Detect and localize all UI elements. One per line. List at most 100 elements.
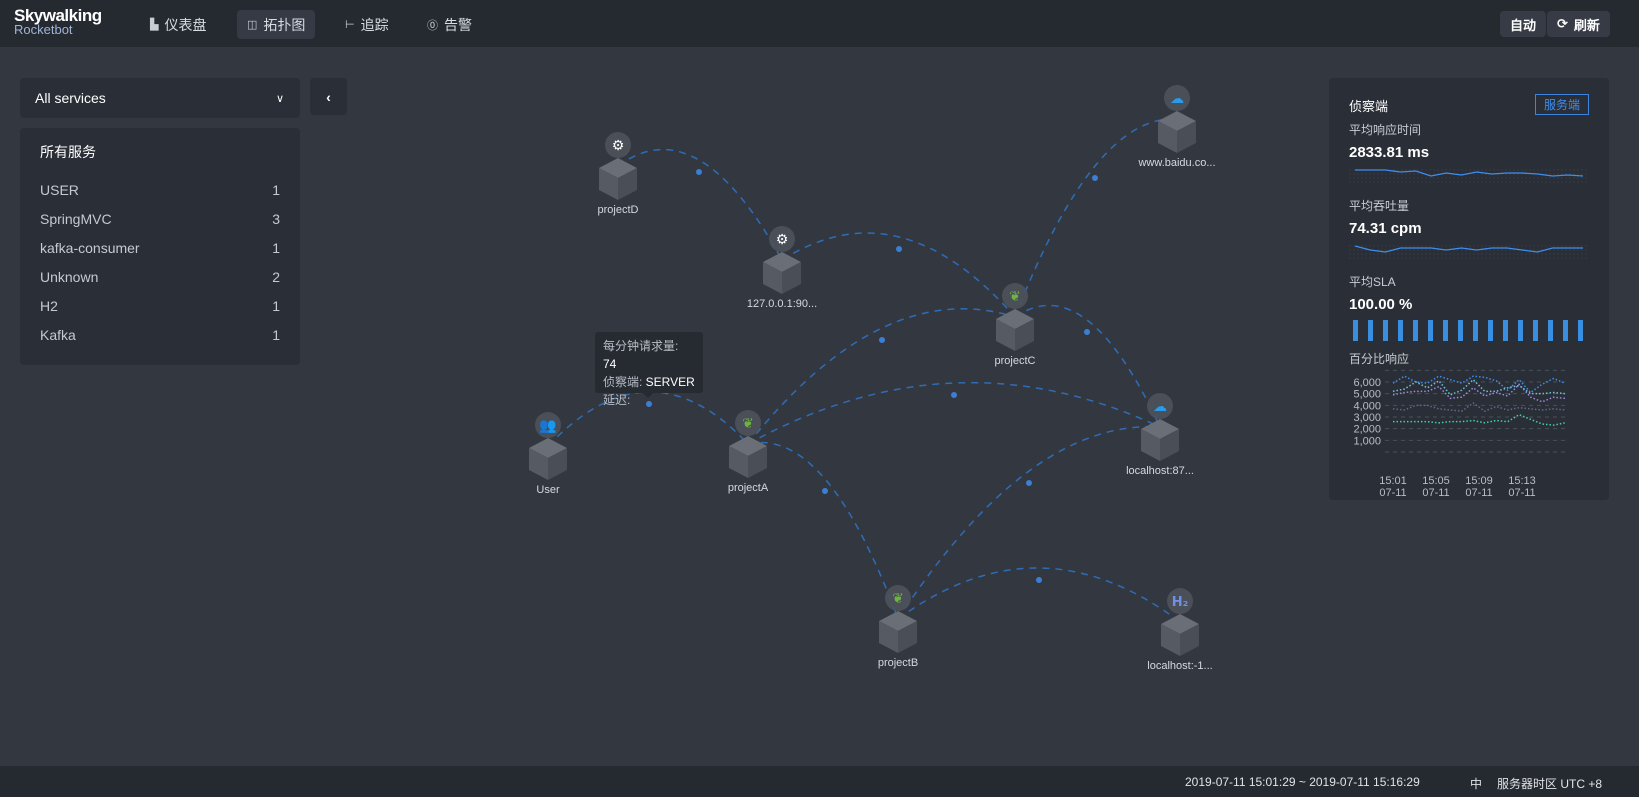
node-projectB[interactable]: ❦: [879, 585, 917, 653]
cube-right: [898, 621, 917, 653]
x-tick-time: 15:13: [1508, 475, 1536, 487]
spring-icon-bg: [885, 585, 911, 611]
node-label[interactable]: User: [536, 484, 560, 496]
language-toggle[interactable]: 中: [1470, 777, 1483, 791]
edge-line[interactable]: [747, 381, 1161, 445]
percentile-series: [1392, 402, 1566, 413]
service-name: SpringMVC: [40, 211, 112, 227]
nav-dashboard[interactable]: ▙仪表盘: [140, 10, 216, 39]
node-lh1[interactable]: H₂: [1161, 588, 1199, 656]
edge-midpoint[interactable]: [879, 337, 885, 343]
edge-line[interactable]: [897, 567, 1181, 623]
auto-button[interactable]: 自动: [1500, 11, 1547, 37]
edge-line[interactable]: [1014, 118, 1178, 318]
node-label[interactable]: www.baidu.co...: [1138, 157, 1216, 169]
node-user[interactable]: 👥: [529, 412, 567, 480]
edge-line[interactable]: [747, 308, 1016, 445]
spring-icon: ❦: [742, 416, 754, 432]
sla-bar: [1533, 320, 1538, 341]
node-label[interactable]: projectA: [727, 482, 769, 494]
edge-midpoint[interactable]: [1084, 329, 1090, 335]
node-label[interactable]: localhost:87...: [1126, 465, 1194, 477]
edge-line[interactable]: [747, 441, 899, 620]
cube-right: [748, 446, 767, 478]
node-label[interactable]: projectC: [994, 355, 1036, 367]
nav-label: 仪表盘: [164, 16, 207, 33]
service-select[interactable]: All services∨: [20, 78, 300, 118]
refresh-label: 刷新: [1573, 17, 1600, 33]
sla-bar: [1413, 320, 1418, 341]
node-projectC[interactable]: ❦: [996, 283, 1034, 351]
edge-midpoint[interactable]: [1026, 480, 1032, 486]
edge-midpoint[interactable]: [951, 392, 957, 398]
node-projectA[interactable]: ❦: [729, 410, 767, 478]
cube-top: [763, 252, 801, 272]
nav-trace[interactable]: ⊢追踪: [335, 10, 399, 39]
edge-midpoint[interactable]: [896, 246, 902, 252]
percentile-chart: 6,0005,0004,0003,0002,0001,00015:0107-11…: [1353, 369, 1569, 499]
topology-icon: ◫: [247, 19, 258, 31]
node-projectD[interactable]: ⚙: [599, 132, 637, 200]
edge-midpoint[interactable]: [1036, 577, 1042, 583]
y-tick: 5,000: [1353, 389, 1381, 401]
percentile-label: 百分比响应: [1349, 352, 1410, 366]
percentile-series: [1393, 413, 1566, 426]
sla-bar: [1383, 320, 1388, 341]
spring-icon: ❦: [892, 591, 904, 607]
cloud-icon: ☁: [1153, 399, 1167, 415]
throughput-sparkline: [1349, 245, 1589, 259]
tooltip-latency-label: 延迟:: [603, 393, 631, 407]
trace-icon: ⊢: [345, 19, 355, 31]
logo[interactable]: Skywalking Rocketbot: [14, 7, 102, 37]
node-label[interactable]: projectB: [877, 657, 919, 669]
cube-right: [1015, 319, 1034, 351]
h2-icon-bg: [1167, 588, 1193, 614]
node-label[interactable]: 127.0.0.1:90...: [746, 298, 818, 310]
x-tick-date: 07-11: [1508, 487, 1535, 499]
percentile-series: [1392, 375, 1566, 394]
cube-top: [729, 436, 767, 456]
edge-line[interactable]: [897, 425, 1161, 620]
server-tag[interactable]: 服务端: [1534, 94, 1589, 115]
node-k127[interactable]: ⚙: [763, 226, 801, 294]
avg-response-label: 平均响应时间: [1349, 123, 1422, 137]
y-tick: 2,000: [1353, 424, 1381, 436]
response-sparkline: [1349, 169, 1589, 183]
edge-line[interactable]: [1014, 304, 1161, 428]
node-lh87[interactable]: ☁: [1141, 393, 1179, 461]
percentile-series: [1392, 383, 1566, 403]
time-range[interactable]: 2019-07-11 15:01:29 ~ 2019-07-11 15:16:2…: [1185, 775, 1420, 789]
x-tick-date: 07-11: [1465, 487, 1492, 499]
sla-bar: [1563, 320, 1568, 341]
edge-midpoint[interactable]: [822, 488, 828, 494]
collapse-button[interactable]: ‹: [310, 78, 347, 115]
cube-top: [529, 438, 567, 458]
refresh-button[interactable]: ⟳刷新: [1547, 11, 1610, 37]
cube-left: [1141, 429, 1160, 461]
nav-label: 告警: [444, 16, 472, 33]
node-baidu[interactable]: ☁: [1158, 85, 1196, 153]
nav-topology[interactable]: ◫拓扑图: [237, 10, 316, 39]
edge-line[interactable]: [617, 149, 783, 261]
edge-midpoint[interactable]: [696, 169, 702, 175]
service-name: Unknown: [40, 269, 99, 285]
sla-bar: [1473, 320, 1478, 341]
x-tick-time: 15:01: [1379, 475, 1407, 487]
kafka-icon-bg: [769, 226, 795, 252]
sparkline: [1354, 245, 1583, 253]
cube-top: [996, 309, 1034, 329]
node-label[interactable]: projectD: [597, 204, 639, 216]
node-label[interactable]: localhost:-1...: [1147, 660, 1213, 672]
spring-icon: ❦: [1009, 289, 1021, 305]
sla-bar: [1578, 320, 1583, 341]
edge-midpoint[interactable]: [1092, 175, 1098, 181]
spring-icon-bg: [735, 410, 761, 436]
